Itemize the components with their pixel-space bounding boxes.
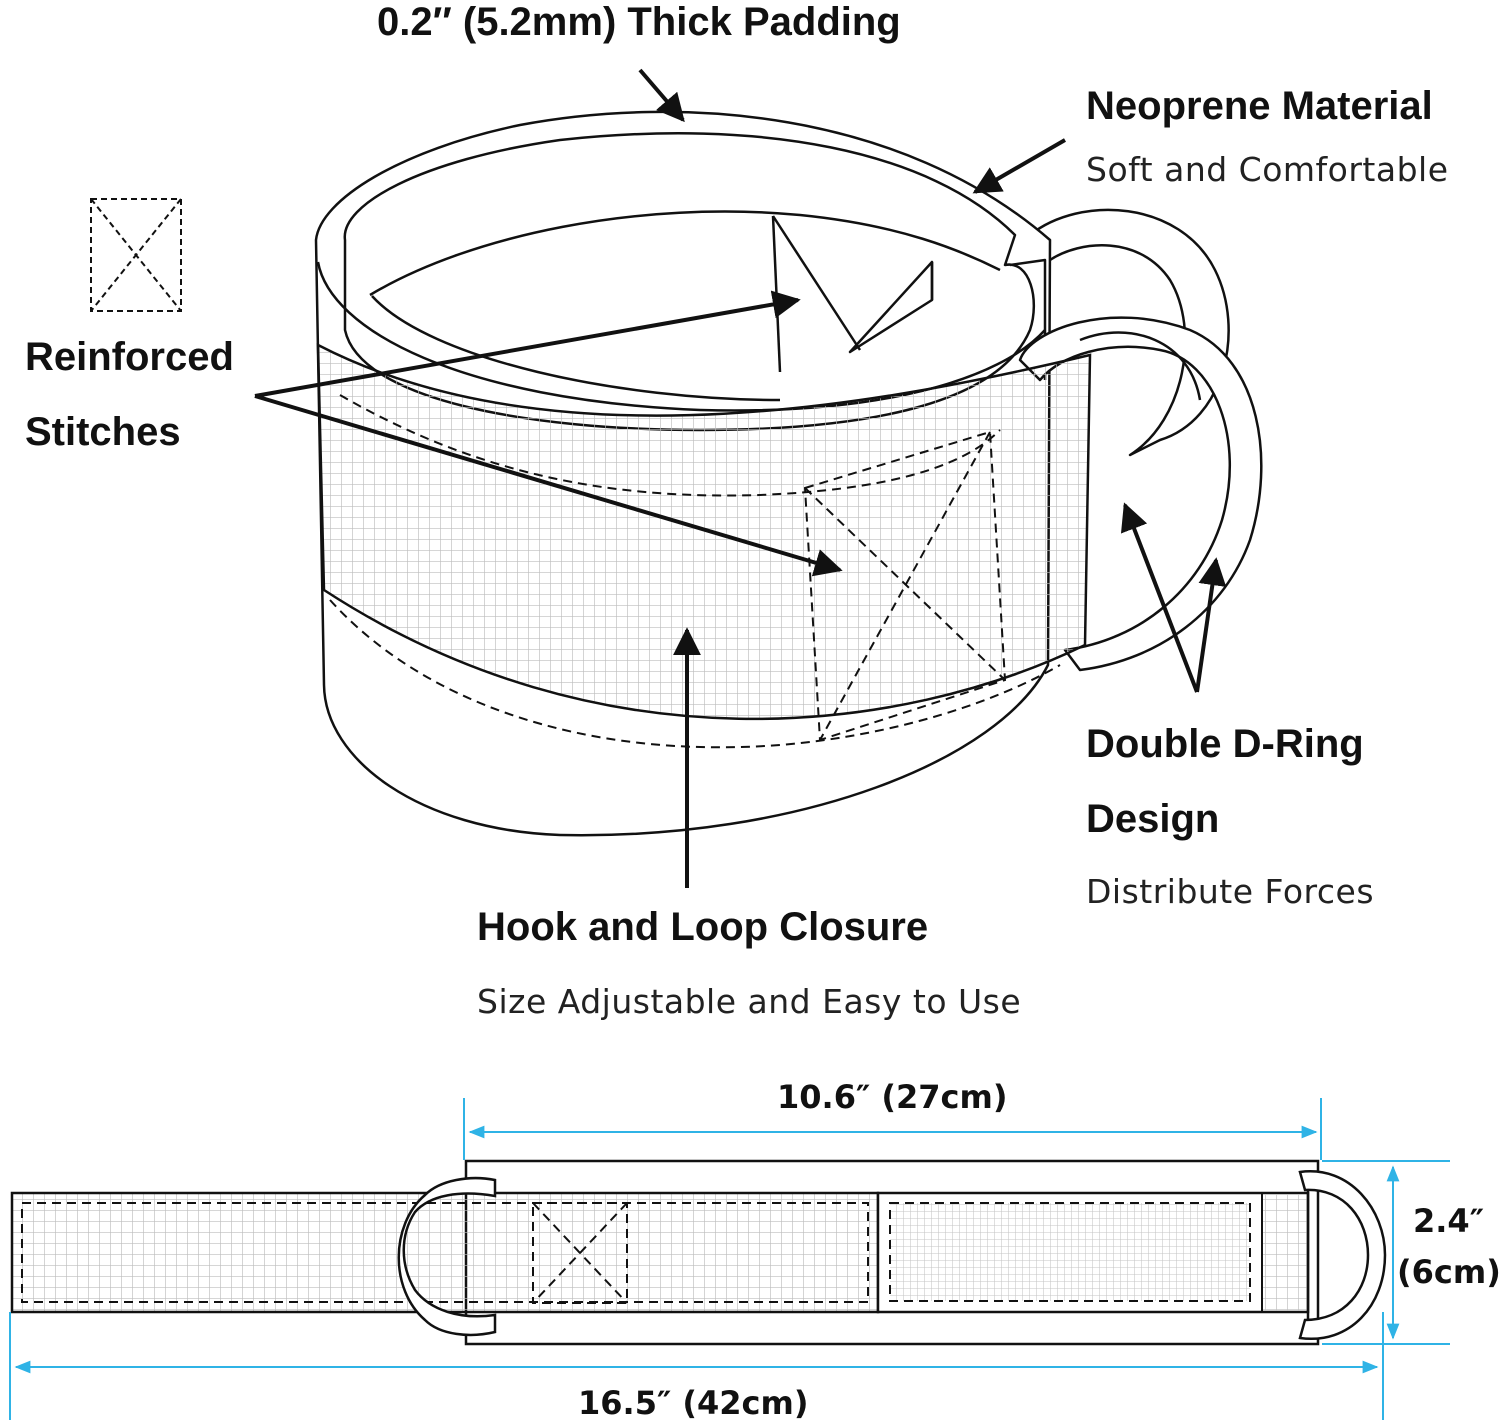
neoprene-arrow (972, 138, 1067, 194)
stitch-arrow-upper (254, 290, 801, 398)
padding-label: 0.2″ (5.2mm) Thick Padding (377, 0, 901, 44)
neoprene-title: Neoprene Material (1086, 84, 1433, 128)
hook-loop-title: Hook and Loop Closure (477, 905, 929, 949)
hook-loop-subtitle: Size Adjustable and Easy to Use (477, 982, 1022, 1021)
flat-strap (10, 1159, 1387, 1346)
reinforced-label-line1: Reinforced (25, 335, 234, 379)
dimension-lines (9, 1098, 1450, 1420)
neoprene-subtitle: Soft and Comfortable (1086, 150, 1449, 189)
reinforced-label-line2: Stitches (25, 410, 181, 454)
dring-arrow-right (1195, 557, 1227, 693)
dring-subtitle: Distribute Forces (1086, 872, 1375, 911)
strap-left-d-ring (397, 1176, 497, 1337)
x-box-stitch-icon (90, 198, 182, 312)
dring-label-line2: Design (1086, 797, 1220, 841)
width-label-line2: (6cm) (1397, 1253, 1500, 1291)
strap-right-d-ring (1298, 1170, 1387, 1341)
stitch-arrow-lower (254, 394, 843, 577)
dring-label-line1: Double D-Ring (1086, 722, 1364, 766)
cuff-opening (343, 132, 1035, 432)
back-d-ring (1028, 208, 1230, 457)
dring-arrow-left (1120, 502, 1199, 693)
total-length-label: 16.5″ (42cm) (578, 1384, 809, 1422)
strap-band (10, 1191, 880, 1314)
callout-arrows (254, 68, 1227, 888)
width-label-line1: 2.4″ (1413, 1202, 1484, 1240)
padding-arrow (638, 68, 685, 123)
inner-length-label: 10.6″ (27cm) (777, 1078, 1008, 1116)
